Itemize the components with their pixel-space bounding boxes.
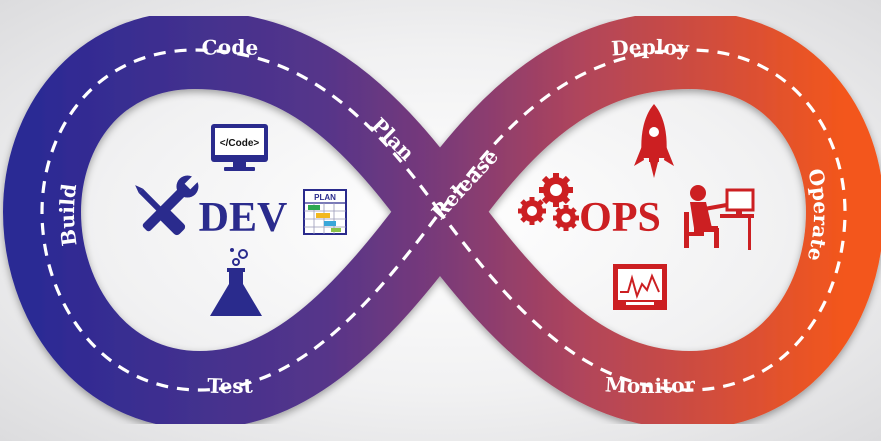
stage-label-monitor: Monitor xyxy=(604,372,696,398)
rocket-icon xyxy=(634,104,674,178)
stage-label-deploy: Deploy xyxy=(610,35,691,61)
plan-chart-icon: PLAN xyxy=(303,189,347,235)
gears-icon xyxy=(518,173,579,231)
monitoring-screen-icon xyxy=(613,264,667,310)
tools-icon xyxy=(135,173,201,236)
plan-chart-label: PLAN xyxy=(314,193,336,202)
lab-flask-icon xyxy=(210,248,262,316)
monitor-code-text: </Code> xyxy=(220,138,260,149)
stage-label-code: Code xyxy=(201,35,259,60)
code-monitor-icon: </Code> xyxy=(211,124,268,171)
ops-title: OPS xyxy=(579,195,661,241)
operator-desk-icon xyxy=(684,185,755,250)
stage-label-build: Build xyxy=(55,182,82,247)
stage-label-test: Test xyxy=(207,374,254,398)
dev-title: DEV xyxy=(199,195,288,241)
